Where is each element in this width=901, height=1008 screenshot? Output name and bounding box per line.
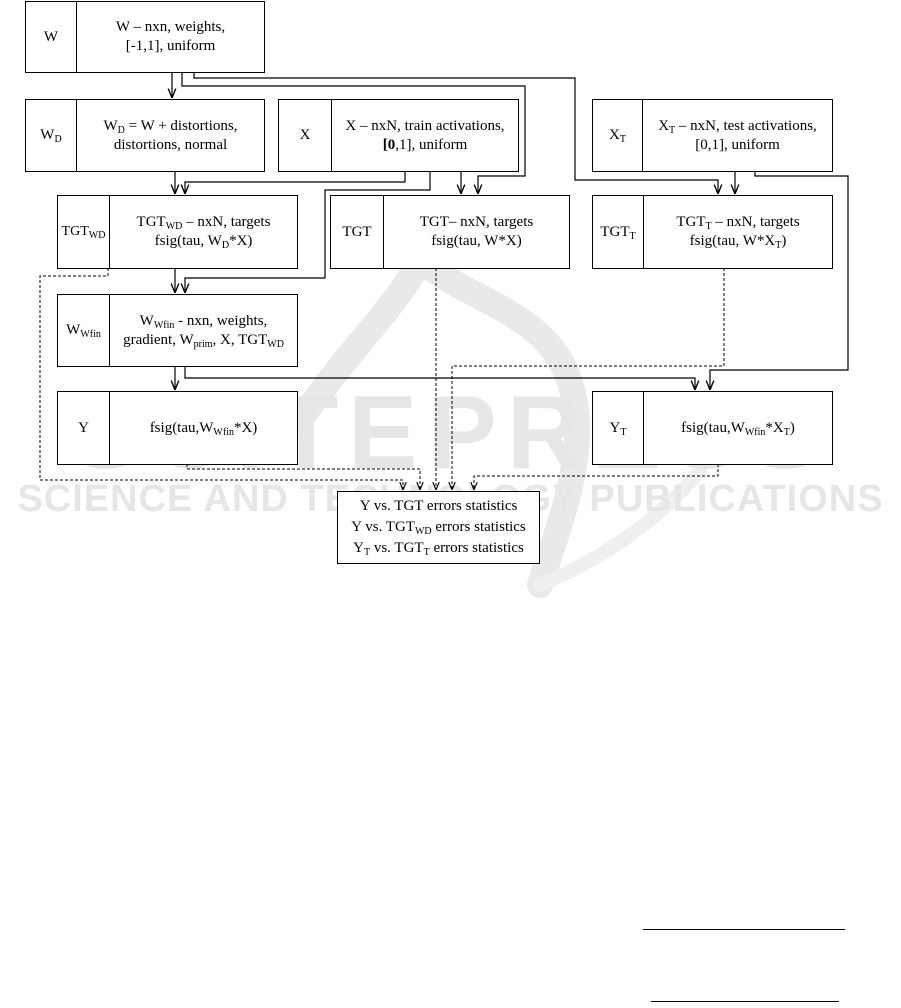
node-x-description: X – nxN, train activations, [0,1], unifo… <box>345 117 505 153</box>
node-x-label: X <box>279 100 332 171</box>
node-yt: YT fsig(tau,WWfin*XT) <box>592 391 833 465</box>
footnote-rule-1 <box>643 929 845 930</box>
node-yt-label: YT <box>593 392 644 464</box>
node-xt: XT XT – nxN, test activations, [0,1], un… <box>592 99 833 172</box>
node-w-description: W – nxn, weights, [-1,1], uniform <box>115 19 226 54</box>
arrow-x-to-tgtwd <box>185 171 406 194</box>
arrow-xt-to-yt <box>710 171 849 390</box>
arrow-wwfin-to-yt <box>184 366 695 390</box>
node-tgtwd: TGTWD TGTWD – nxN, targets fsig(tau, WD*… <box>57 195 298 269</box>
stats-line-3: YT vs. TGTT errors statistics <box>353 540 524 558</box>
stats-line-1: Y vs. TGT errors statistics <box>359 498 518 514</box>
footnote-rule-2 <box>651 1001 839 1002</box>
node-tgtwd-description: TGTWD – nxN, targets fsig(tau, WD*X) <box>136 214 271 251</box>
node-y-description: fsig(tau,WWfin*X) <box>149 419 258 438</box>
node-yt-description: fsig(tau,WWfin*XT) <box>681 419 795 438</box>
stats-line-2: Y vs. TGTWD errors statistics <box>351 519 526 537</box>
node-tgt: TGT TGT– nxN, targets fsig(tau, W*X) <box>330 195 570 269</box>
node-wwfin-description: WWfin - nxn, weights, gradient, Wprim, X… <box>123 312 284 350</box>
node-tgt-label: TGT <box>331 196 384 268</box>
node-y: Y fsig(tau,WWfin*X) <box>57 391 298 465</box>
dashed-tgtwd-to-stats <box>39 268 403 490</box>
node-wd-description: WD = W + distortions, distortions, norma… <box>103 117 238 153</box>
node-w: W W – nxn, weights, [-1,1], uniform <box>25 1 265 73</box>
node-y-label: Y <box>58 392 110 464</box>
node-xt-label: XT <box>593 100 643 171</box>
node-tgt-description: TGT– nxN, targets fsig(tau, W*X) <box>419 214 534 249</box>
node-tgtwd-label: TGTWD <box>58 196 110 268</box>
arrow-x-to-wwfin <box>185 171 431 293</box>
dashed-yt-to-stats <box>474 464 719 490</box>
node-tgtt-label: TGTT <box>593 196 644 268</box>
node-wwfin: WWfin WWfin - nxn, weights, gradient, Wp… <box>57 294 298 367</box>
node-wwfin-label: WWfin <box>58 295 110 366</box>
node-error-statistics: Y vs. TGT errors statistics Y vs. TGTWD … <box>337 491 540 564</box>
node-wd-label: WD <box>26 100 77 171</box>
node-tgtt: TGTT TGTT – nxN, targets fsig(tau, W*XT) <box>592 195 833 269</box>
dashed-y-to-stats <box>186 464 420 490</box>
node-tgtt-description: TGTT – nxN, targets fsig(tau, W*XT) <box>676 214 800 251</box>
node-x: X X – nxN, train activations, [0,1], uni… <box>278 99 519 172</box>
arrow-w-to-tgt <box>181 72 526 194</box>
node-w-label: W <box>26 2 77 72</box>
dashed-tgtt-to-stats <box>452 268 725 490</box>
node-wd: WD WD = W + distortions, distortions, no… <box>25 99 265 172</box>
arrow-w-to-tgtt <box>193 72 718 194</box>
node-xt-description: XT – nxN, test activations, [0,1], unifo… <box>658 117 817 153</box>
